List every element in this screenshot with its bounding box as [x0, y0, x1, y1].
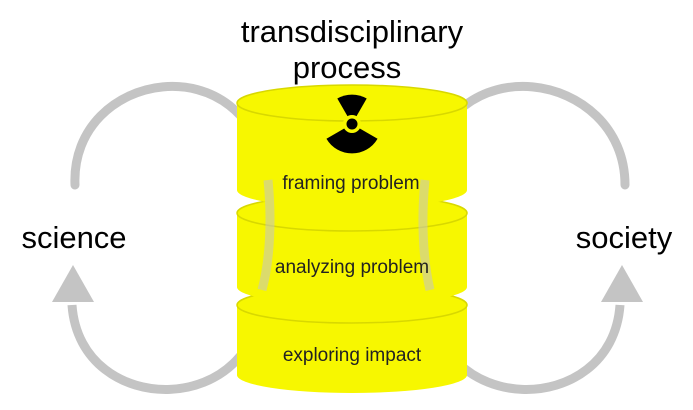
barrel-segment-framing: [236, 84, 468, 208]
science-label: science: [21, 220, 126, 255]
diagram-title-line1: transdisciplinary: [241, 14, 464, 49]
radiation-hazard-icon: [326, 94, 378, 154]
diagram-title-line2: process: [293, 50, 402, 85]
stage-label-framing: framing problem: [282, 173, 419, 194]
stage-label-exploring: exploring impact: [283, 345, 422, 366]
society-label: society: [576, 220, 673, 255]
barrel: [236, 84, 468, 393]
stage-label-analyzing: analyzing problem: [275, 257, 429, 278]
loop-overlay: [257, 179, 435, 292]
